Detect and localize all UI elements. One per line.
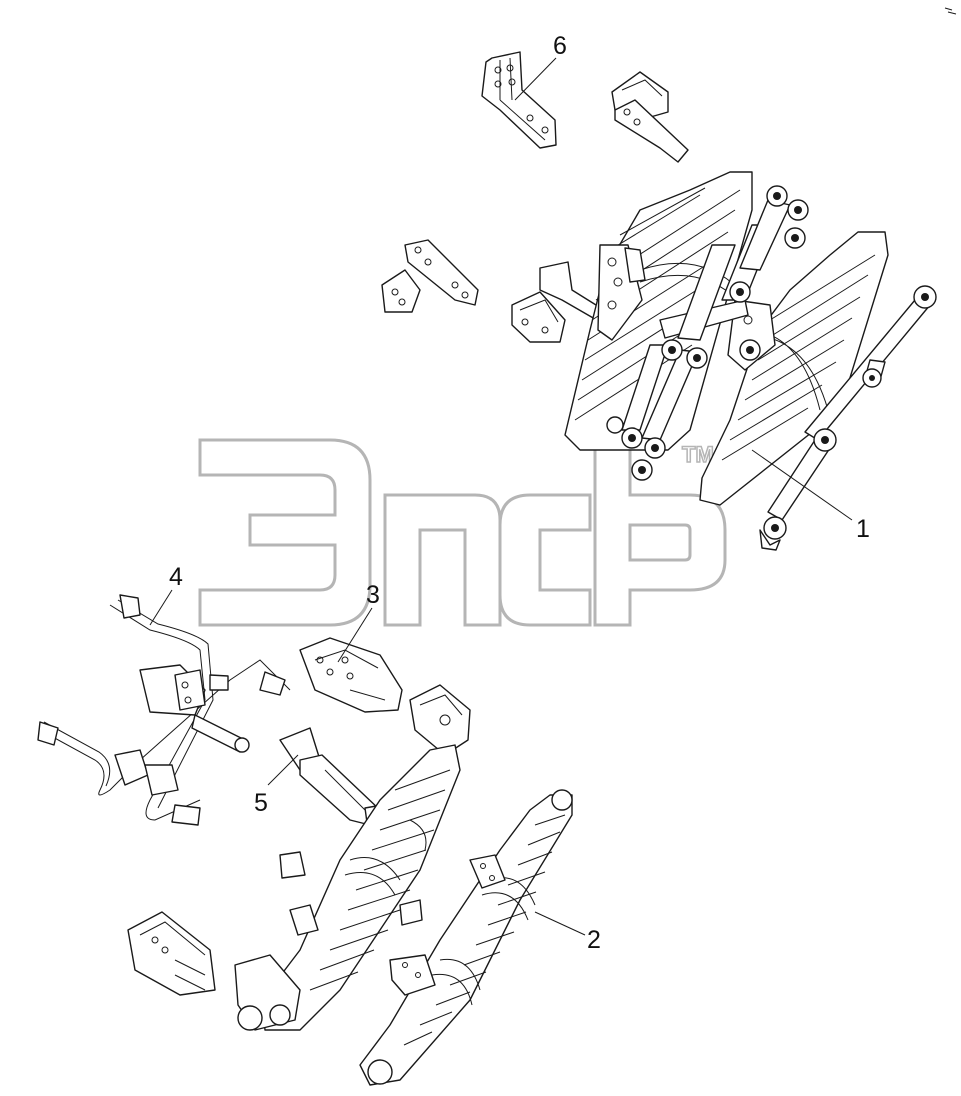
corner-mark bbox=[944, 7, 957, 15]
stabilizer-bar-assembly bbox=[37, 594, 291, 826]
callout-3: 3 bbox=[366, 581, 380, 609]
callout-5: 5 bbox=[254, 789, 268, 817]
watermark-logo: TM bbox=[198, 438, 727, 627]
callout-6: 6 bbox=[553, 32, 567, 60]
leaf-spring-lower-right bbox=[359, 789, 573, 1086]
watermark-glyph-1 bbox=[198, 438, 372, 627]
leader-4 bbox=[149, 589, 173, 626]
leader-5 bbox=[267, 754, 299, 786]
spring-bracket-assembly bbox=[127, 637, 471, 1031]
leader-3 bbox=[337, 607, 373, 663]
watermark-glyph-2 bbox=[383, 493, 502, 627]
leaf-spring-assembly-upper bbox=[564, 171, 937, 551]
leader-lines bbox=[149, 57, 853, 936]
callout-1: 1 bbox=[856, 515, 870, 543]
callout-labels: 1 2 3 4 5 6 bbox=[169, 32, 870, 954]
callout-2: 2 bbox=[587, 926, 601, 954]
bracket-set-top bbox=[381, 51, 689, 343]
leader-1 bbox=[751, 449, 853, 521]
callout-4: 4 bbox=[169, 563, 183, 591]
leader-6 bbox=[514, 57, 557, 101]
leader-2 bbox=[534, 911, 586, 936]
watermark-glyph-3 bbox=[498, 493, 592, 627]
watermark-glyph-4 bbox=[593, 438, 727, 627]
